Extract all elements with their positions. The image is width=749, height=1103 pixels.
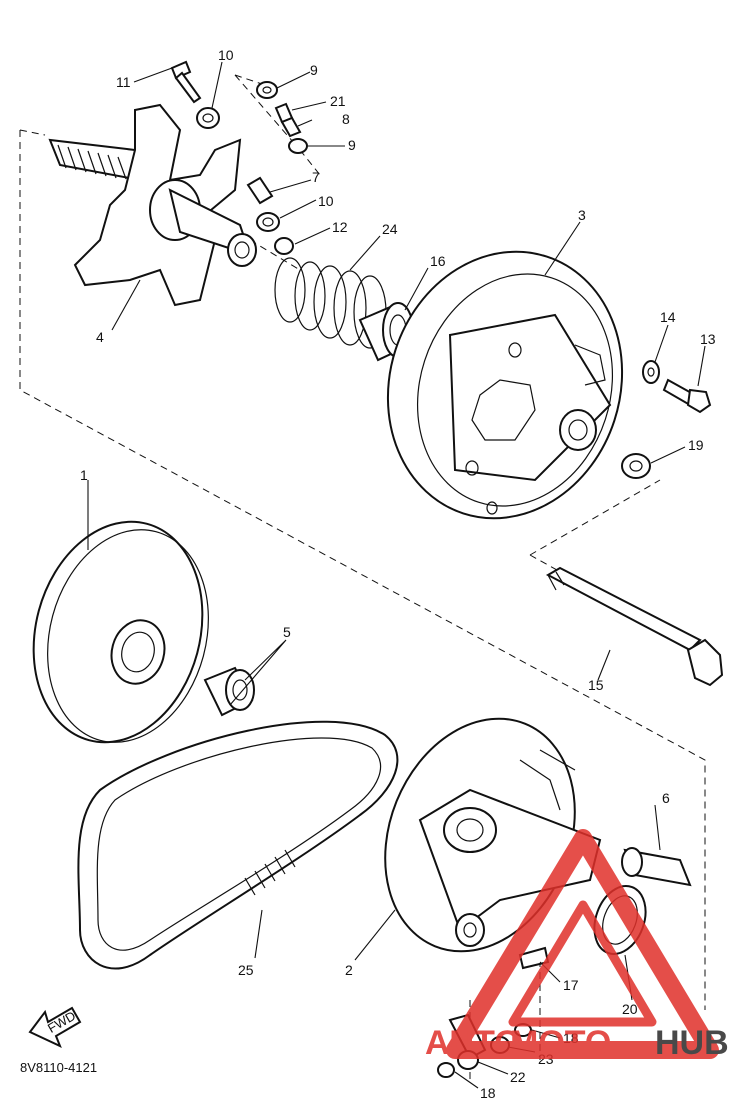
label-4: 4 bbox=[96, 329, 104, 345]
label-5: 5 bbox=[283, 624, 291, 640]
label-24: 24 bbox=[382, 221, 398, 237]
hardware-13-14-19 bbox=[621, 360, 712, 479]
label-6: 6 bbox=[662, 790, 670, 806]
label-8: 8 bbox=[342, 111, 350, 127]
label-16: 16 bbox=[430, 253, 446, 269]
part-labels: 11 10 9 21 8 9 7 10 12 24 16 3 4 14 13 1… bbox=[80, 47, 716, 1101]
part-4-spider-shaft bbox=[48, 103, 257, 307]
label-20: 20 bbox=[622, 1001, 638, 1017]
label-1: 1 bbox=[80, 467, 88, 483]
label-25: 25 bbox=[238, 962, 254, 978]
label-15: 15 bbox=[588, 677, 604, 693]
small-hardware bbox=[170, 60, 308, 255]
fwd-arrow: FWD bbox=[28, 1006, 82, 1048]
label-3: 3 bbox=[578, 207, 586, 223]
watermark-logo: AUTO MOTO HUB bbox=[425, 829, 729, 1062]
label-10-bottom: 10 bbox=[318, 193, 334, 209]
watermark-triangle-outer bbox=[446, 829, 719, 1059]
label-7: 7 bbox=[312, 169, 320, 185]
label-9-top: 9 bbox=[310, 62, 318, 78]
label-21: 21 bbox=[330, 93, 346, 109]
label-2: 2 bbox=[345, 962, 353, 978]
label-12: 12 bbox=[332, 219, 348, 235]
label-18-bottom: 18 bbox=[480, 1085, 496, 1101]
part-15-long-bolt bbox=[545, 566, 724, 687]
label-19: 19 bbox=[688, 437, 704, 453]
label-9-bottom: 9 bbox=[348, 137, 356, 153]
watermark-text-auto: AUTO bbox=[425, 1024, 521, 1062]
part-24-spring bbox=[274, 257, 387, 349]
part-2-secondary-sheave bbox=[384, 717, 602, 953]
part-5-collar bbox=[203, 666, 255, 717]
part-1-fixed-sheave bbox=[32, 520, 209, 744]
part-25-v-belt bbox=[77, 720, 399, 970]
label-10-top: 10 bbox=[218, 47, 234, 63]
watermark-triangle-inner bbox=[508, 900, 657, 1027]
watermark-text-moto: MOTO bbox=[510, 1024, 611, 1062]
label-17: 17 bbox=[563, 977, 579, 993]
label-13: 13 bbox=[700, 331, 716, 347]
label-11: 11 bbox=[116, 74, 131, 90]
label-14: 14 bbox=[660, 309, 676, 325]
drawing-code: 8V8110-4121 bbox=[20, 1060, 97, 1075]
label-22: 22 bbox=[510, 1069, 526, 1085]
watermark-text-hub: HUB bbox=[655, 1024, 729, 1062]
part-3-cover bbox=[386, 250, 624, 520]
